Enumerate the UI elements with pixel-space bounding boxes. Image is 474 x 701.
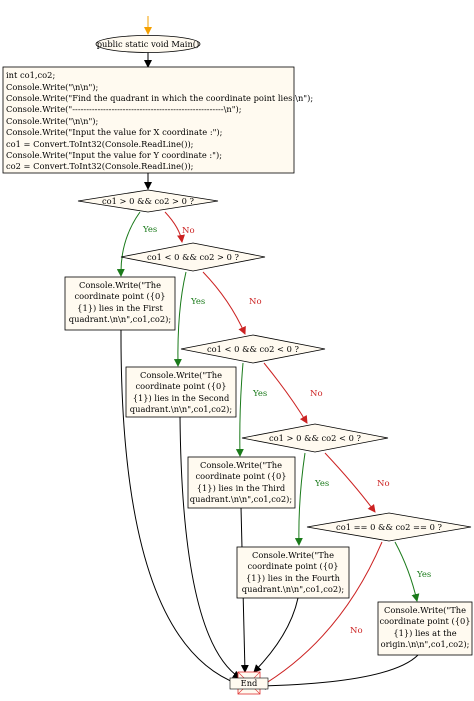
init-line: Console.Write("Input the value for X coo…	[6, 127, 222, 137]
decision-2-label: co1 < 0 && co2 > 0 ?	[147, 252, 240, 262]
output-1-line: Console.Write("The	[79, 280, 161, 290]
output-3: Console.Write("The coordinate point ({0}…	[187, 456, 296, 509]
decision-4: co1 > 0 && co2 < 0 ?	[241, 423, 389, 453]
edge-output-1-to-end	[120, 329, 239, 686]
edge-decision-3-no	[263, 362, 308, 424]
no-label-4: No	[377, 479, 390, 489]
output-5-line: coordinate point ({0}	[379, 616, 470, 626]
no-label-1: No	[182, 226, 195, 236]
edge-decision-2-no	[202, 271, 246, 335]
output-3-line: Console.Write("The	[200, 460, 282, 470]
edge-output-3-to-end	[240, 506, 249, 673]
output-2: Console.Write("The coordinate point ({0}…	[125, 366, 237, 418]
init-line: co2 = Convert.ToInt32(Console.ReadLine()…	[6, 161, 193, 171]
edge-output-5-to-end	[258, 654, 419, 690]
output-3-line: {1}) lies in the Third	[197, 483, 286, 493]
edge-decision-4-no	[324, 452, 376, 513]
decision-5-label: co1 == 0 && co2 == 0 ?	[336, 522, 442, 532]
output-5-line: origin.\n\n",co1,co2);	[381, 639, 470, 649]
output-1: Console.Write("The coordinate point ({0}…	[64, 276, 176, 331]
edge-decision-1-yes	[116, 211, 141, 277]
yes-label-5: Yes	[416, 570, 431, 580]
output-2-line: coordinate point ({0}	[135, 381, 226, 391]
edge-output-4-to-end	[253, 597, 299, 673]
output-5-line: Console.Write("The	[384, 605, 466, 615]
output-2-line: {1}) lies in the Second	[133, 393, 230, 403]
init-block: int co1,co2; Console.Write("\n\n"); Cons…	[2, 66, 313, 174]
decision-5: co1 == 0 && co2 == 0 ?	[306, 512, 472, 542]
no-label-3: No	[310, 389, 323, 399]
decision-3-label: co1 < 0 && co2 < 0 ?	[207, 344, 300, 354]
init-line: int co1,co2;	[6, 70, 55, 80]
yes-label-3: Yes	[252, 389, 267, 399]
edges	[116, 16, 420, 690]
decision-2: co1 < 0 && co2 > 0 ?	[120, 242, 266, 272]
output-4-line: Console.Write("The	[252, 550, 334, 560]
decision-4-label: co1 > 0 && co2 < 0 ?	[269, 433, 362, 443]
edge-decision-5-no	[257, 541, 383, 689]
output-4: Console.Write("The coordinate point ({0}…	[236, 546, 350, 599]
output-2-line: quadrant.\n\n",co1,co2);	[130, 404, 232, 414]
output-2-line: Console.Write("The	[140, 370, 222, 380]
edge-decision-2-yes	[173, 271, 187, 367]
init-line: Console.Write("\n\n");	[6, 82, 98, 92]
yes-label-1: Yes	[142, 225, 157, 235]
output-5-line: {1}) lies at the	[393, 628, 456, 638]
output-4-line: {1}) lies in the Fourth	[246, 573, 341, 583]
output-1-line: {1}) lies in the First	[77, 303, 163, 313]
output-1-line: quadrant.\n\n",co1,co2);	[69, 314, 171, 324]
yes-label-4: Yes	[314, 479, 329, 489]
decision-1: co1 > 0 && co2 > 0 ?	[77, 189, 219, 213]
no-label-2: No	[249, 297, 262, 307]
output-1-line: coordinate point ({0}	[74, 291, 165, 301]
init-line: Console.Write("Find the quadrant in whic…	[6, 93, 313, 103]
edge-decision-5-yes	[394, 541, 420, 602]
edge-decision-4-yes	[294, 452, 306, 546]
output-4-line: quadrant.\n\n",co1,co2);	[242, 584, 344, 594]
decision-1-label: co1 > 0 && co2 > 0 ?	[102, 196, 195, 206]
decision-3: co1 < 0 && co2 < 0 ?	[180, 334, 326, 364]
output-5: Console.Write("The coordinate point ({0}…	[377, 601, 473, 656]
init-line: Console.Write("-------------------------…	[6, 104, 242, 114]
no-label-5: No	[350, 626, 363, 636]
edge-decision-1-no	[164, 211, 185, 243]
init-line: Console.Write("\n\n");	[6, 116, 98, 126]
start-node: public static void Main()	[95, 35, 201, 53]
branch-labels: Yes No Yes No Yes No Yes No Yes No	[142, 225, 431, 636]
output-3-line: coordinate point ({0}	[195, 471, 286, 481]
output-3-line: quadrant.\n\n",co1,co2);	[190, 494, 292, 504]
yes-label-2: Yes	[190, 297, 205, 307]
end-node: End	[229, 671, 269, 695]
output-4-line: coordinate point ({0}	[247, 561, 338, 571]
start-node-label: public static void Main()	[97, 39, 200, 49]
edge-decision-3-yes	[235, 362, 244, 457]
end-node-label: End	[241, 678, 258, 688]
init-line: Console.Write("Input the value for Y coo…	[6, 150, 222, 160]
init-line: co1 = Convert.ToInt32(Console.ReadLine()…	[6, 139, 193, 149]
edge-output-2-to-end	[179, 415, 241, 679]
